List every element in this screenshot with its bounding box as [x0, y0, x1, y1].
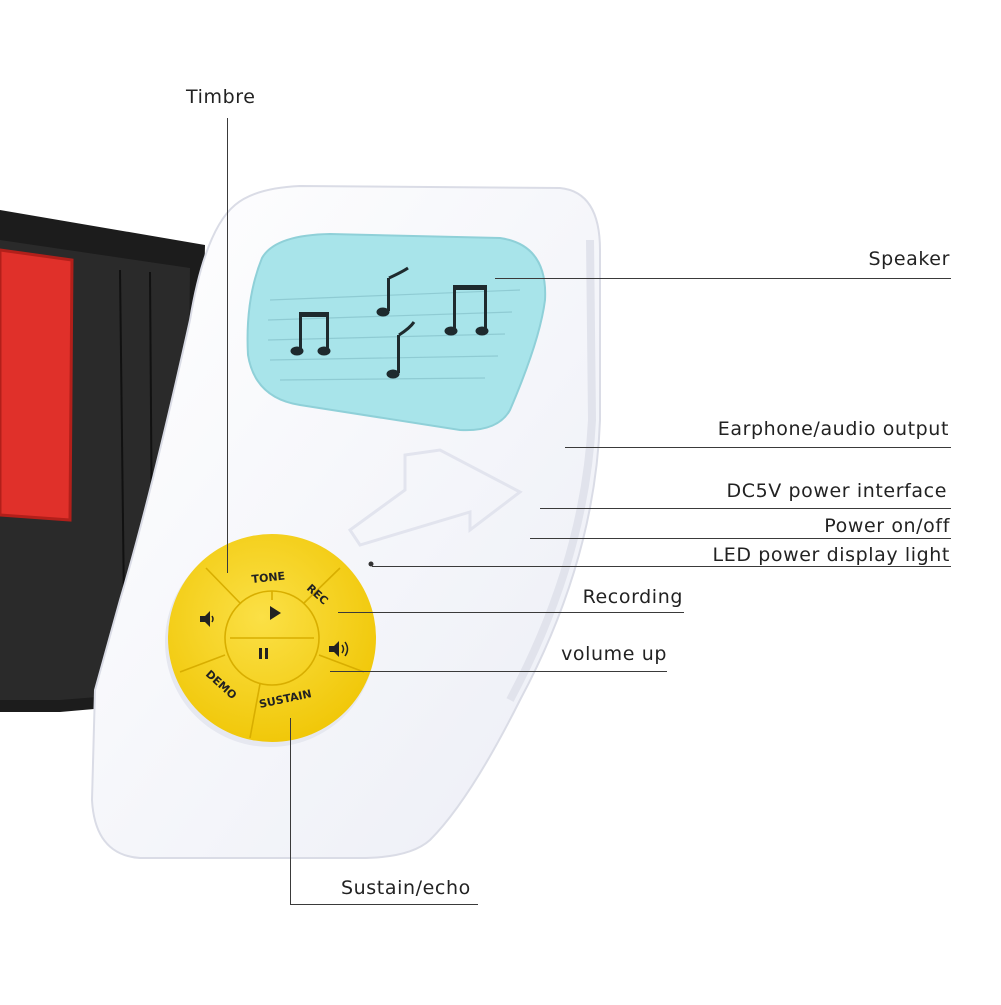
sustain-echo-label: Sustain/echo	[341, 877, 471, 899]
volume-up-label: volume up	[561, 643, 667, 665]
sustain-leader	[290, 904, 478, 905]
speaker-label: Speaker	[868, 248, 950, 270]
timbre-leader	[227, 118, 228, 573]
power-leader	[530, 538, 951, 539]
pause-icon[interactable]	[259, 648, 268, 659]
recording-leader	[338, 612, 684, 613]
volume-down-icon[interactable]	[200, 611, 214, 627]
play-icon[interactable]	[270, 606, 281, 620]
music-notes	[290, 266, 489, 379]
tone-button[interactable]: TONE	[251, 570, 286, 586]
sustain-button[interactable]: SUSTAIN	[258, 687, 313, 711]
dc5v-label: DC5V power interface	[726, 480, 947, 502]
led-light	[368, 561, 374, 567]
led-leader	[372, 566, 951, 567]
demo-button[interactable]: DEMO	[203, 668, 239, 702]
speaker-grille	[246, 232, 547, 432]
led-label: LED power display light	[712, 544, 950, 566]
volume-up-icon[interactable]	[329, 641, 349, 657]
sustain-leader-vertical	[290, 718, 291, 905]
embossed-arrow	[347, 448, 523, 547]
dc5v-leader	[540, 508, 951, 509]
control-pad	[168, 534, 376, 742]
timbre-label: Timbre	[186, 86, 256, 108]
earphone-label: Earphone/audio output	[717, 418, 949, 440]
rec-button[interactable]: REC	[304, 582, 331, 608]
speaker-leader	[495, 278, 951, 279]
recording-label: Recording	[582, 586, 683, 608]
red-key	[0, 250, 72, 520]
volume-leader	[330, 671, 667, 672]
power-label: Power on/off	[824, 515, 950, 537]
earphone-leader	[565, 447, 951, 448]
